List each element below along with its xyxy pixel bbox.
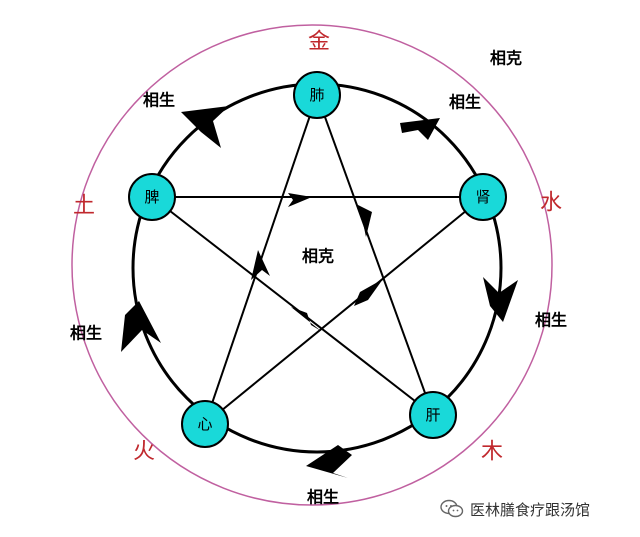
line-lung-liver [316, 94, 434, 416]
label-restrain-top-right: 相克 [490, 49, 522, 68]
generation-arrows [121, 106, 518, 478]
node-kidney[interactable]: 肾 [459, 173, 507, 221]
node-lung-label: 肺 [309, 86, 324, 104]
node-kidney-circle [459, 173, 507, 221]
label-generate-bottom: 相生 [307, 488, 339, 507]
arrow-lung-kidney [400, 118, 440, 140]
outer-ring [71, 24, 553, 506]
wechat-icon [440, 499, 464, 518]
arrow-heart-spleen [121, 301, 161, 352]
element-earth: 土 [73, 194, 95, 219]
node-kidney-label: 肾 [475, 188, 490, 206]
arrow-liver-heart [306, 445, 352, 478]
node-heart[interactable]: 心 [181, 400, 229, 448]
node-liver-circle [409, 391, 457, 439]
watermark: 医林膳食疗跟汤馆 [440, 496, 636, 522]
arrow-kidney-liver [483, 277, 518, 322]
element-wood: 木 [481, 440, 503, 465]
label-generate-right: 相生 [535, 311, 567, 330]
arrow-heart-lung [251, 250, 270, 280]
arrow-spleen-lung [181, 106, 229, 148]
element-water: 水 [540, 191, 562, 216]
arrow-liver-spleen [291, 307, 321, 331]
label-generate-top-left: 相生 [143, 91, 175, 110]
node-liver-label: 肝 [425, 406, 440, 424]
element-fire: 火 [133, 440, 155, 465]
node-spleen[interactable]: 脾 [128, 173, 176, 221]
node-heart-label: 心 [197, 415, 212, 433]
line-liver-spleen [151, 196, 434, 416]
node-spleen-circle [128, 173, 176, 221]
restraint-lines [151, 94, 484, 425]
node-lung[interactable]: 肺 [293, 71, 341, 119]
label-restrain-center: 相克 [302, 247, 334, 266]
node-spleen-label: 脾 [144, 188, 159, 206]
arrow-lung-liver [356, 204, 372, 237]
line-kidney-heart [204, 196, 484, 425]
label-generate-top-right: 相生 [449, 93, 481, 112]
arrow-spleen-kidney [288, 193, 312, 207]
label-generate-left: 相生 [70, 324, 102, 343]
element-metal: 金 [308, 30, 330, 55]
node-lung-circle [293, 71, 341, 119]
restraint-arrows [251, 193, 383, 331]
node-liver[interactable]: 肝 [409, 391, 457, 439]
watermark-text: 医林膳食疗跟汤馆 [470, 500, 591, 519]
node-heart-circle [181, 400, 229, 448]
arrow-kidney-heart [354, 279, 383, 306]
